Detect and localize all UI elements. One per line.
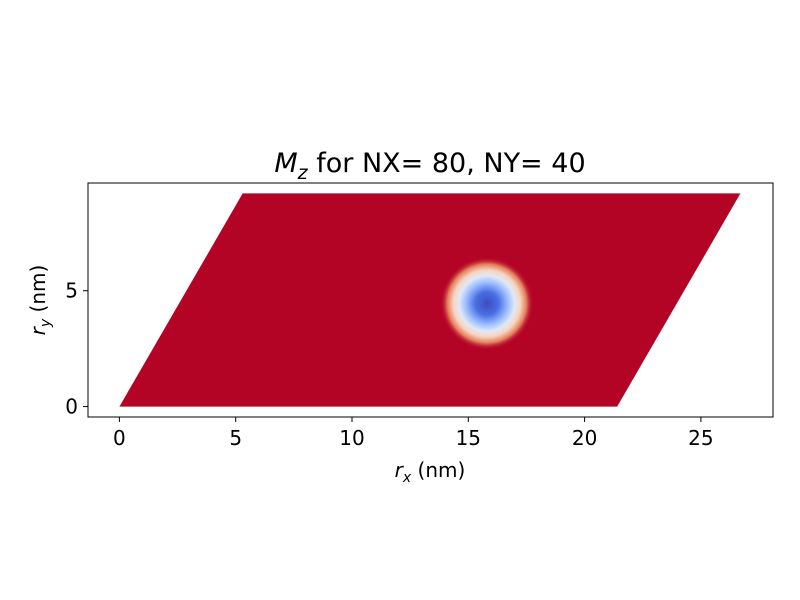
- x-tick-label: 25: [688, 426, 713, 450]
- x-tick-label: 15: [456, 426, 481, 450]
- x-tick-label: 10: [339, 426, 364, 450]
- x-tick-label: 20: [572, 426, 597, 450]
- y-axis-label: ry (nm): [26, 265, 54, 336]
- plot-frame: [87, 182, 774, 418]
- x-axis-ticks: 0 5 10 15 20 25: [113, 417, 714, 450]
- magnetization-lattice: [119, 193, 741, 407]
- y-tick-label: 5: [65, 279, 78, 303]
- x-tick-label: 0: [113, 426, 126, 450]
- x-tick-label: 5: [229, 426, 242, 450]
- chart-title: Mz for NX= 80, NY= 40: [274, 148, 585, 184]
- plot-area: [119, 193, 741, 407]
- skyrmion-core: [440, 257, 534, 350]
- y-axis-ticks: 05: [65, 279, 88, 419]
- x-axis-label: rx (nm): [395, 458, 466, 486]
- y-tick-label: 0: [65, 395, 78, 419]
